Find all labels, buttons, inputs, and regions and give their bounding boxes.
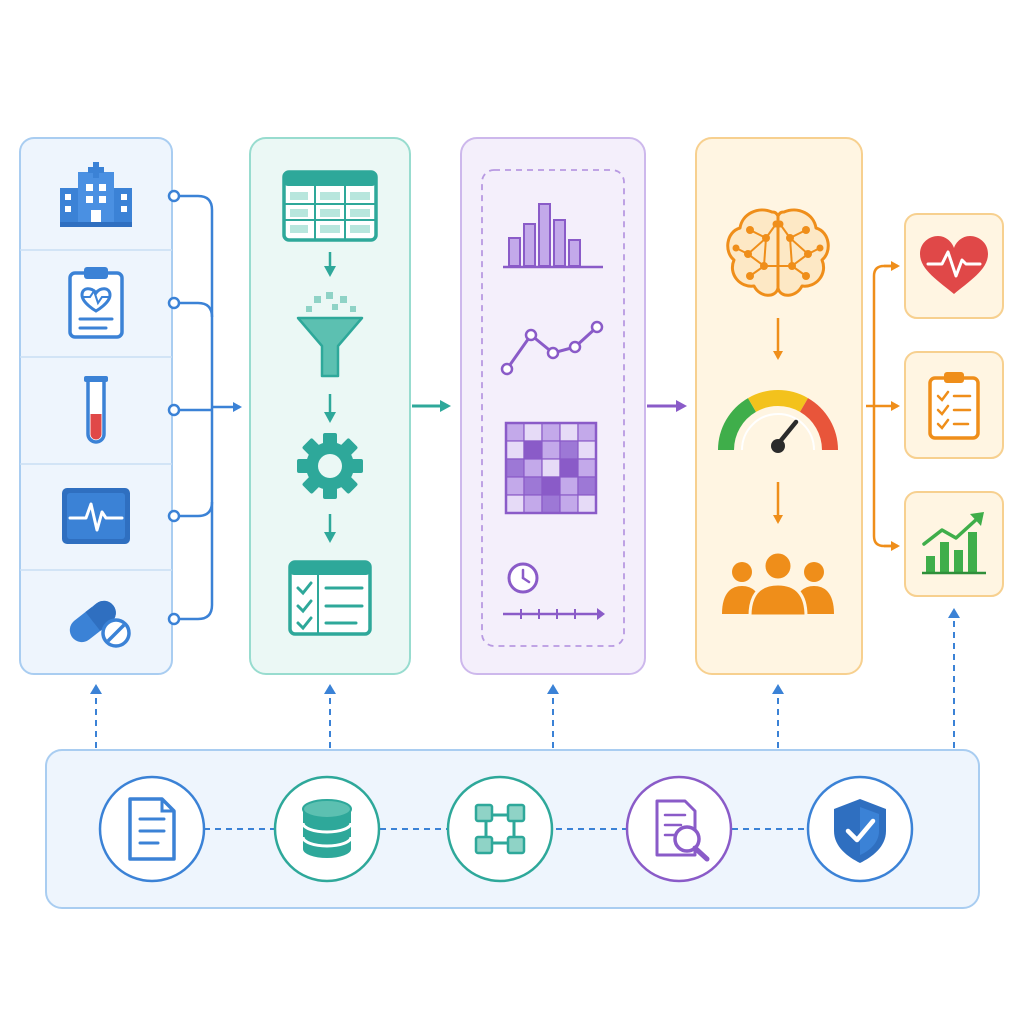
- heatmap-cell: [505, 458, 525, 478]
- connector-line: [179, 301, 214, 318]
- bar-chart-icon: [503, 203, 603, 269]
- workflow-nodes-icon: [474, 803, 526, 855]
- heatmap-cell: [577, 440, 597, 460]
- connector-dot: [167, 403, 181, 417]
- heatmap-cell: [541, 422, 561, 442]
- care-plan-clipboard-icon: [928, 372, 980, 440]
- support-arrowhead: [772, 684, 784, 694]
- risk-gauge-icon: [718, 390, 838, 453]
- connector-dot: [167, 612, 181, 626]
- support-arrowhead: [547, 684, 559, 694]
- source-connectors: [167, 189, 242, 626]
- connector-dot: [167, 509, 181, 523]
- line-chart-icon: [500, 320, 604, 376]
- connector-line: [179, 194, 214, 621]
- heatmap-cell: [505, 440, 525, 460]
- timeline-clock-icon: [503, 562, 605, 620]
- heatmap-cell: [577, 476, 597, 496]
- heatmap-cell: [523, 494, 543, 514]
- stage-prediction: [695, 137, 863, 675]
- gear-icon: [297, 433, 363, 499]
- heatmap-cell: [577, 422, 597, 442]
- data-table-icon: [282, 170, 378, 242]
- analytics-inner-frame: [481, 169, 625, 647]
- stage-analytics: [460, 137, 646, 675]
- heatmap-grid-icon: [504, 421, 598, 515]
- document-icon: [128, 797, 176, 861]
- analytics-panel: [460, 137, 646, 675]
- heatmap-cell: [505, 476, 525, 496]
- outcome-connector: [866, 264, 892, 548]
- stage-data-sources: [19, 137, 242, 675]
- heatmap-cell: [541, 494, 561, 514]
- medication-pill-icon: [69, 600, 131, 648]
- support-arrowhead: [324, 684, 336, 694]
- heatmap-cell: [523, 458, 543, 478]
- heatmap-cell: [523, 476, 543, 496]
- medical-chart-icon: [68, 267, 124, 339]
- connector-dot: [167, 296, 181, 310]
- heatmap-cell: [523, 440, 543, 460]
- test-tube-icon: [84, 376, 108, 444]
- heatmap-cell: [577, 458, 597, 478]
- heatmap-cell: [559, 494, 579, 514]
- outcome-card-growth: [904, 491, 1004, 597]
- heatmap-cell: [559, 440, 579, 460]
- security-shield-icon: [834, 799, 886, 863]
- heatmap-cell: [559, 476, 579, 496]
- connector-dot: [167, 189, 181, 203]
- workflow-node: [446, 775, 554, 883]
- growth-chart-icon: [922, 512, 986, 575]
- heart-health-icon: [920, 236, 988, 294]
- connector-line: [179, 501, 214, 518]
- filter-funnel-icon: [296, 292, 364, 378]
- heatmap-cell: [577, 494, 597, 514]
- heatmap-cell: [541, 458, 561, 478]
- heatmap-cell: [559, 458, 579, 478]
- foundation-layer: [45, 608, 980, 909]
- stage-outcomes: [866, 213, 1004, 597]
- heatmap-border: [504, 421, 598, 515]
- neural-brain-icon: [726, 208, 830, 297]
- hospital-icon: [60, 162, 132, 227]
- heatmap-cell: [505, 494, 525, 514]
- audit-search-icon: [655, 799, 710, 862]
- database-icon: [301, 799, 353, 858]
- ecg-monitor-icon: [62, 488, 130, 544]
- heatmap-cell: [541, 440, 561, 460]
- support-arrowhead: [948, 608, 960, 618]
- support-arrowhead: [90, 684, 102, 694]
- stage-data-processing: [249, 137, 411, 675]
- heatmap-cell: [559, 422, 579, 442]
- patient-group-icon: [722, 550, 834, 618]
- heatmap-cell: [505, 422, 525, 442]
- heatmap-cell: [523, 422, 543, 442]
- heatmap-cell: [541, 476, 561, 496]
- validated-list-icon: [288, 560, 372, 636]
